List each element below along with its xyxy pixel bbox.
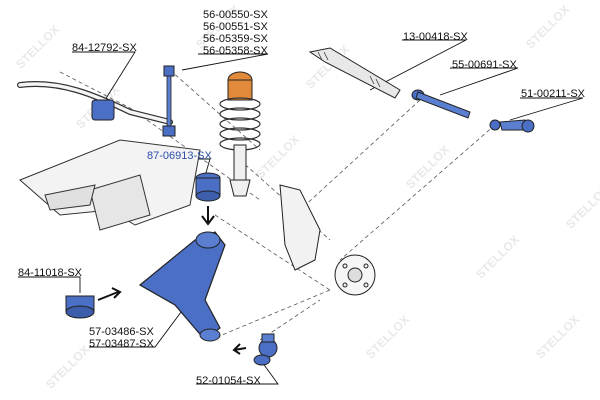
steering-knuckle bbox=[279, 184, 376, 296]
subframe bbox=[19, 139, 201, 231]
tie-rod-end-label: 51-00211-SX bbox=[521, 88, 586, 100]
tie-rod-end bbox=[489, 119, 535, 133]
stabilizer-link bbox=[162, 65, 176, 137]
strut-mount bbox=[195, 172, 221, 226]
leader-lines bbox=[18, 39, 584, 385]
tie-rod bbox=[411, 89, 471, 119]
stabilizer-link-label-3: 56-05359-SX bbox=[203, 33, 268, 45]
strut-assembly bbox=[219, 71, 261, 197]
steering-rack-label: 13-00418-SX bbox=[403, 31, 468, 43]
ball-joint bbox=[232, 333, 278, 366]
stabilizer-bar bbox=[17, 81, 173, 125]
ball-joint-label: 52-01054-SX bbox=[196, 375, 261, 387]
control-arm bbox=[138, 231, 226, 342]
stabilizer-bushing-label: 84-12792-SX bbox=[72, 42, 137, 54]
stabilizer-link-label-1: 56-00550-SX bbox=[203, 9, 268, 21]
control-arm-label-2: 57-03487-SX bbox=[89, 338, 154, 350]
stabilizer-link-label-2: 56-00551-SX bbox=[203, 21, 268, 33]
steering-rack bbox=[308, 47, 401, 99]
stabilizer-link-label-4: 56-05358-SX bbox=[203, 45, 268, 57]
stabilizer-bushing bbox=[91, 99, 115, 121]
arm-bushing-label: 84-11018-SX bbox=[18, 267, 83, 279]
control-arm-label-1: 57-03486-SX bbox=[89, 326, 154, 338]
tie-rod-label: 55-00691-SX bbox=[452, 59, 517, 71]
arm-bushing bbox=[65, 287, 122, 319]
strut-mount-label: 87-06913-SX bbox=[147, 150, 212, 162]
